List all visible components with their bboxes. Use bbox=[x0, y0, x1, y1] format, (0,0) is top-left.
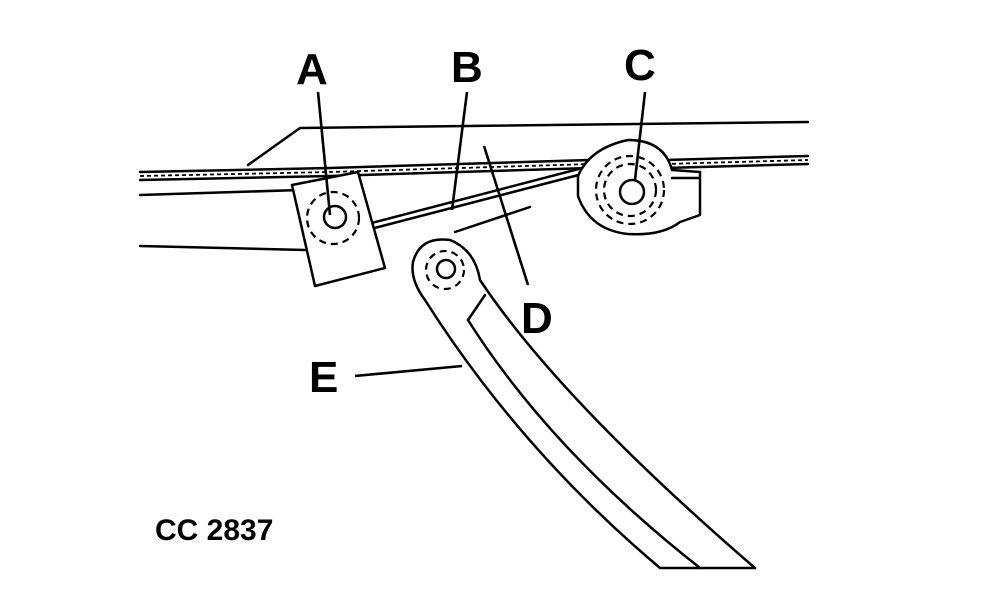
upper-rail bbox=[138, 120, 810, 197]
pulley-bracket-a bbox=[290, 170, 387, 288]
leader-d bbox=[482, 145, 530, 286]
leader-a bbox=[316, 91, 332, 216]
cable bbox=[338, 164, 592, 239]
label-a: A bbox=[296, 45, 328, 94]
leader-e bbox=[354, 364, 463, 378]
label-c: C bbox=[624, 41, 656, 90]
label-d: D bbox=[521, 294, 553, 343]
pulley-c bbox=[576, 138, 702, 236]
arm-e bbox=[411, 238, 757, 570]
label-b: B bbox=[451, 43, 483, 92]
leader-lines bbox=[316, 91, 647, 378]
label-e: E bbox=[309, 353, 338, 402]
leader-b bbox=[450, 91, 469, 211]
bar-d bbox=[453, 205, 532, 234]
leader-c bbox=[633, 91, 647, 181]
lower-rail bbox=[138, 244, 307, 252]
figure-code: CC 2837 bbox=[155, 514, 273, 547]
